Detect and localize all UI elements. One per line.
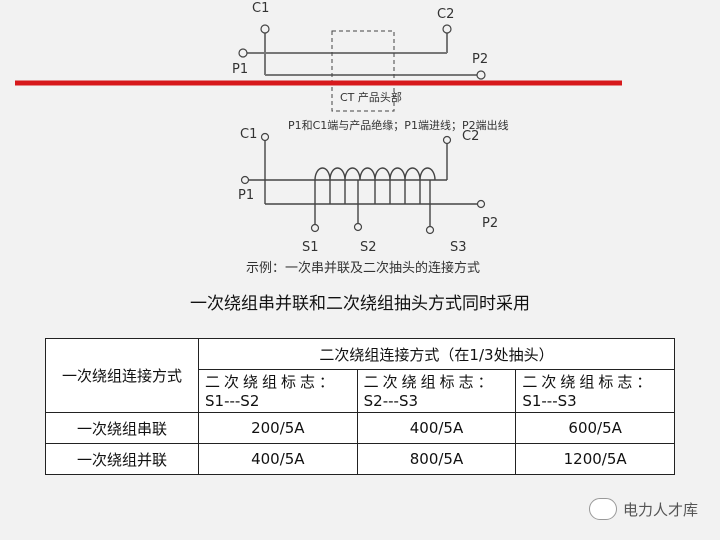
group-header: 二次绕组连接方式（在1/3处抽头） [198, 338, 675, 370]
table-row: 一次绕组串联 200/5A 400/5A 600/5A [45, 412, 675, 444]
table-row: 一次绕组并联 400/5A 800/5A 1200/5A [45, 443, 675, 475]
label-p1: P1 [232, 62, 248, 77]
row-header-label: 一次绕组连接方式 [45, 338, 199, 413]
label-p2-b: P2 [482, 216, 498, 231]
wechat-icon [588, 498, 617, 520]
ratio-table: 一次绕组连接方式 二次绕组连接方式（在1/3处抽头） 二次绕组标志：S1---S… [45, 338, 675, 475]
ct-box-label: CT 产品头部 [340, 90, 402, 104]
page-title: 一次绕组串并联和二次绕组抽头方式同时采用 [190, 294, 530, 314]
label-c2: C2 [437, 7, 454, 22]
label-c1-b: C1 [240, 127, 257, 142]
col-header-3: 二次绕组标志：S1---S3 [515, 369, 675, 413]
label-p1-b: P1 [238, 188, 254, 203]
col-header-1: 二次绕组标志：S1---S2 [198, 369, 358, 413]
diagram-caption: 示例：一次串并联及二次抽头的连接方式 [246, 260, 480, 276]
diagram-note: P1和C1端与产品绝缘；P1端进线；P2端出线 [288, 118, 509, 132]
label-s2: S2 [360, 240, 377, 255]
ct-connection-diagram: C1 C2 P1 P2 CT 产品头部 P1和C1端与产品绝缘；P1端进线；P2… [15, 1, 622, 276]
watermark: 电力人才库 [588, 498, 698, 520]
label-s3: S3 [450, 240, 467, 255]
col-header-2: 二次绕组标志：S2---S3 [356, 369, 517, 413]
label-p2: P2 [472, 52, 488, 67]
label-c1: C1 [252, 1, 269, 16]
label-s1: S1 [302, 240, 319, 255]
label-c2-b: C2 [462, 129, 479, 144]
